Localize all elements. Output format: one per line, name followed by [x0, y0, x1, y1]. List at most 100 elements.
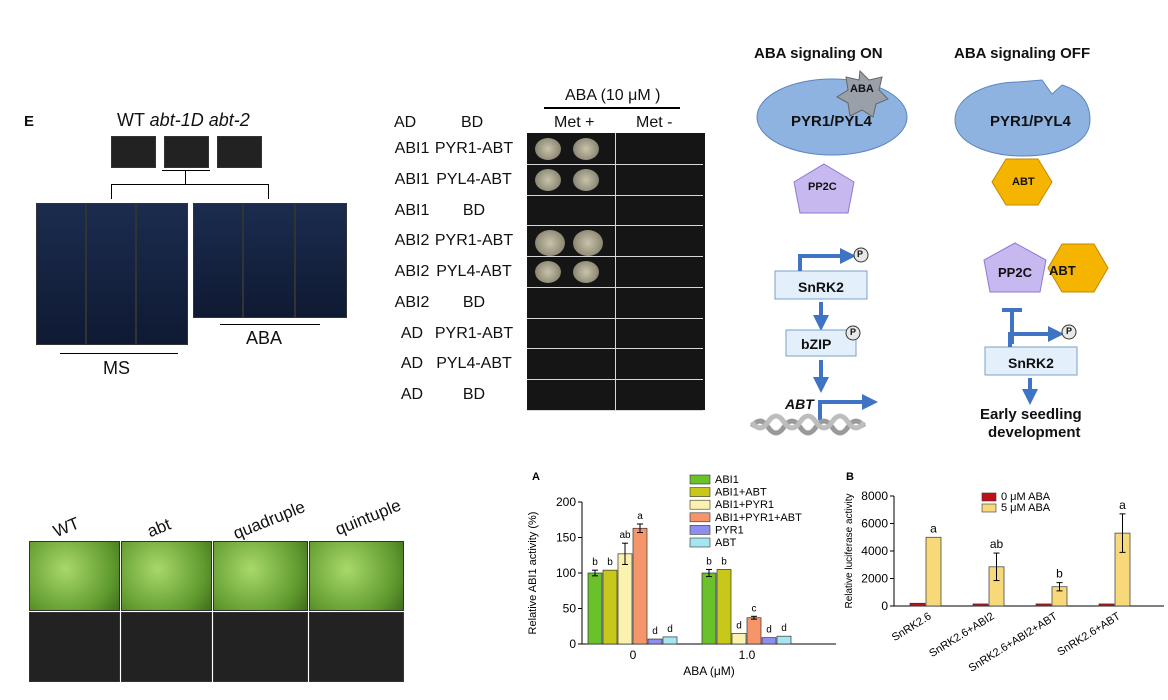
bar [662, 636, 678, 645]
bar [776, 635, 792, 645]
y-axis-label: Relative luciferase activity [844, 493, 855, 608]
y2h-header-line [544, 107, 680, 109]
pheno-green-quadruple [213, 541, 308, 611]
yeast-colony [535, 230, 565, 257]
dna-helix [749, 418, 867, 436]
genotype-mutants: abt-1D abt-2 [149, 110, 250, 130]
pp2c-on-shape [793, 163, 855, 214]
plate-row-divider [527, 194, 703, 196]
y2h-row-bd: PYL4-ABT [436, 170, 512, 188]
legend-label: 5 μM ABA [1001, 502, 1051, 514]
abt-off-shape [991, 158, 1053, 206]
snrk2-on-box [774, 270, 868, 300]
significance-letter: ab [619, 530, 631, 541]
p-on-label: P [857, 249, 864, 259]
plate-row-divider [527, 163, 703, 165]
bar [1098, 603, 1115, 607]
legend-label: ABT [715, 537, 737, 549]
y2h-row-ad: ABI1 [394, 170, 430, 188]
seedling-photo-ms-3 [136, 203, 188, 345]
y2h-met-plus: Met + [554, 114, 595, 131]
p-bzip-label: P [850, 327, 857, 337]
snrk2-on-label: SnRK2 [798, 279, 844, 295]
dna-helix-2 [749, 413, 867, 431]
model-diagram [749, 69, 1109, 436]
yeast-plate [527, 133, 705, 411]
aba-star-label: ABA [850, 83, 874, 95]
seedling-photo-aba-3 [295, 203, 347, 318]
y-tick-label: 100 [556, 566, 576, 580]
y-tick-label: 4000 [861, 544, 888, 558]
legend-swatch [689, 525, 711, 535]
legend-swatch [689, 537, 711, 548]
pheno-dark-wt [29, 612, 120, 682]
x-axis-label: ABA (μM) [683, 664, 735, 678]
legend-label: ABI1+PYR1+ABT [715, 512, 802, 524]
significance-letter: b [1056, 567, 1063, 581]
seed-photo-wt [111, 136, 156, 168]
significance-letter: b [607, 557, 613, 568]
significance-letter: b [592, 557, 598, 568]
bzip-box [785, 329, 857, 357]
yeast-colony [573, 261, 599, 284]
plate-row-divider [527, 410, 703, 411]
plate-row-divider [527, 348, 703, 350]
pheno-dark-quadruple [213, 612, 308, 682]
category-label: 1.0 [739, 648, 756, 662]
pp2c-off-shape [983, 242, 1047, 293]
phenotype-label-quadruple: quadruple [230, 497, 308, 544]
plate-row-divider [527, 256, 703, 258]
bracket-top [111, 184, 269, 199]
gene-arrow [818, 394, 878, 420]
panel-letter: B [846, 471, 854, 483]
bar [1035, 603, 1052, 607]
bar [716, 569, 732, 645]
category-label: 0 [630, 648, 637, 662]
yeast-colony [535, 261, 561, 284]
y-tick-label: 0 [881, 599, 888, 613]
significance-letter: a [637, 511, 643, 522]
significance-letter: a [930, 521, 937, 535]
plate-row-divider [527, 317, 703, 319]
seed-photo-abt1d [164, 136, 209, 168]
y2h-row-ad: ABI2 [394, 263, 430, 281]
yeast-colony [573, 138, 599, 160]
y-tick-label: 150 [556, 531, 576, 545]
plate-row-divider [527, 286, 703, 288]
pp2c-off-label: PP2C [998, 265, 1032, 280]
plate-row-divider [527, 225, 703, 227]
legend-label: 0 μM ABA [1001, 491, 1051, 503]
p-off-label: P [1066, 326, 1073, 336]
pheno-dark-abt [121, 612, 212, 682]
y-tick-label: 200 [556, 495, 576, 509]
y2h-row-bd: BD [462, 386, 486, 404]
significance-letter: a [1119, 498, 1126, 512]
panel-letter: A [532, 471, 540, 483]
significance-letter: c [752, 603, 757, 614]
seedling-photo-ms-2 [86, 203, 136, 345]
legend-swatch [981, 492, 997, 502]
legend-label: PYR1 [715, 524, 744, 536]
bar [761, 637, 777, 645]
y-tick-label: 50 [563, 602, 577, 616]
significance-letter: b [706, 556, 712, 567]
early-label-1: Early seedling [980, 406, 1082, 423]
plate-divider [615, 133, 616, 410]
y2h-row-ad: AD [400, 386, 424, 404]
genotype-wt: WT [117, 110, 150, 130]
snrk2-off-arrow [1008, 326, 1064, 347]
y2h-row-ad: AD [400, 324, 424, 342]
plate-row-divider [527, 379, 703, 381]
legend-label: ABI1+PYR1 [715, 499, 774, 511]
pheno-green-quintuple [309, 541, 404, 611]
significance-letter: d [667, 624, 673, 635]
y2h-row-ad: ABI2 [394, 293, 430, 311]
bar [909, 602, 926, 607]
pheno-green-abt [121, 541, 212, 611]
pheno-dark-quintuple [309, 612, 404, 682]
y2h-row-ad: ABI1 [394, 201, 430, 219]
y2h-row-bd: PYR1-ABT [434, 324, 514, 342]
y-tick-label: 2000 [861, 572, 888, 586]
legend-swatch [689, 499, 711, 510]
